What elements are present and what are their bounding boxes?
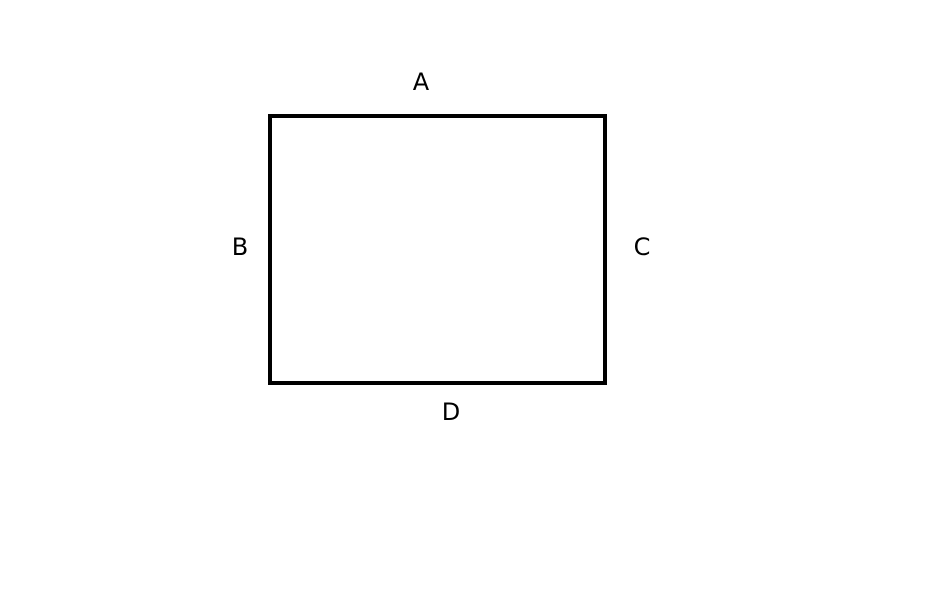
- side-label-top: A: [412, 68, 430, 96]
- side-label-right: C: [633, 233, 651, 261]
- rectangle-shape: [268, 114, 607, 385]
- side-label-bottom: D: [441, 398, 461, 426]
- side-label-left: B: [231, 233, 249, 261]
